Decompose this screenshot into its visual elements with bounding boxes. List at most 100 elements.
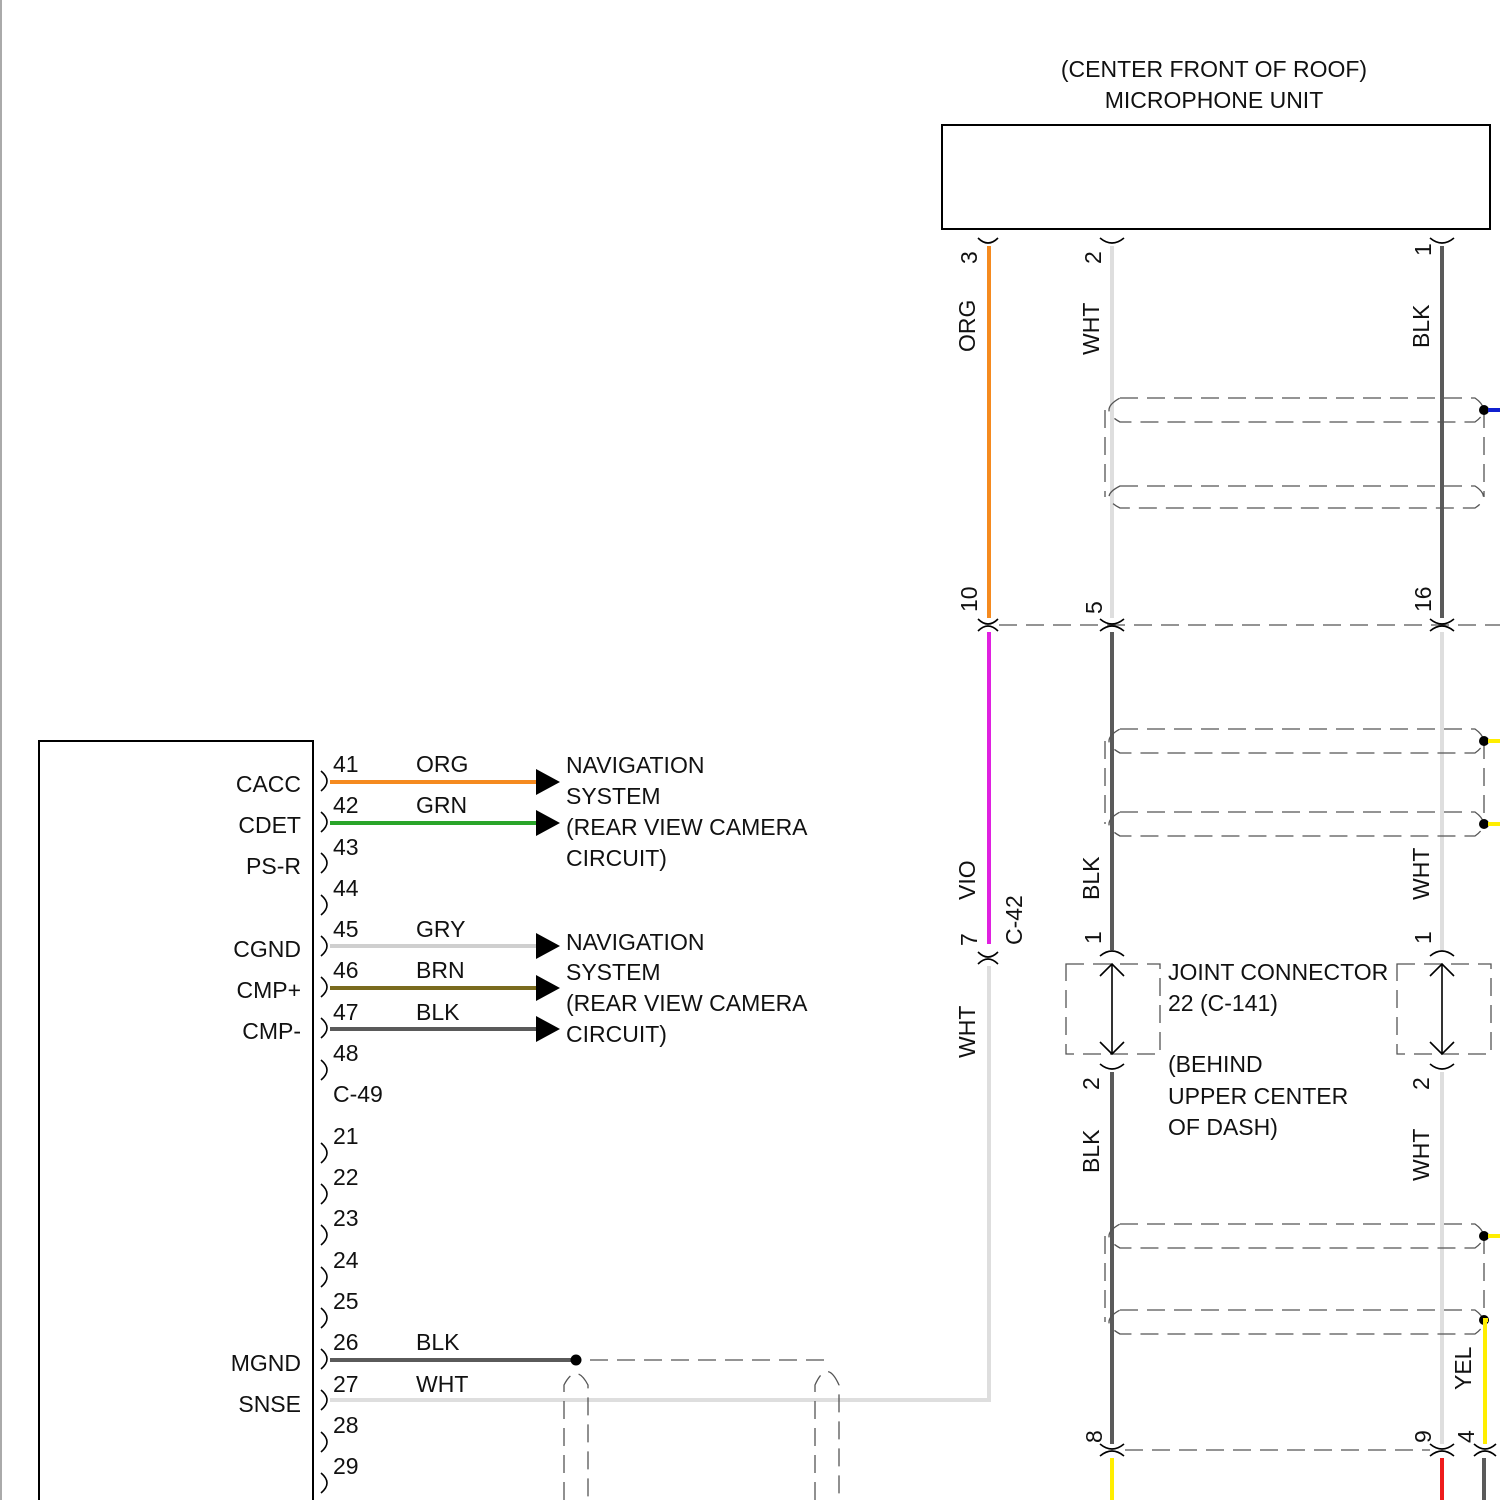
pin-number-22: 22 (333, 1164, 359, 1190)
mic-pin-2: 2 (1080, 251, 1106, 264)
shield-upper (1105, 398, 1484, 508)
pin-mark-joint-right-2 (1430, 1064, 1454, 1069)
c49-pin-42-row: 42 CDET (238, 792, 358, 838)
c49-pin-27-row: 27 SNSE (238, 1371, 358, 1417)
shield-upper-node (1479, 405, 1489, 415)
c49-pin-44-row: 44 (321, 875, 359, 915)
c49-pin-25-row: 25 (321, 1288, 359, 1328)
pin-mark-mic-3 (978, 238, 998, 243)
pin-mark-24 (321, 1267, 327, 1287)
joint-connector-left-box (1066, 964, 1160, 1054)
dest-2-line-3: (REAR VIEW CAMERA (566, 990, 808, 1016)
shield-middle-node-1 (1479, 736, 1489, 746)
joint-left-pin-1: 1 (1080, 931, 1106, 944)
pin-label-snse: SNSE (238, 1391, 301, 1417)
bottom-pin-9: 9 (1410, 1430, 1436, 1443)
pin-mark-mic-1 (1430, 238, 1454, 243)
shield-bottom-left (564, 1360, 839, 1500)
pin-mark-joint-left-1 (1100, 951, 1124, 956)
pin-mark-29 (321, 1473, 327, 1493)
c42-connector-label: C-42 (1001, 895, 1027, 945)
joint-right-pin-1: 1 (1410, 931, 1436, 944)
dest-1-line-4: CIRCUIT) (566, 845, 667, 871)
c49-pin-22-row: 22 (321, 1164, 359, 1204)
pin-mark-bottom-8 (1100, 1444, 1124, 1456)
pin-mark-c42-7 (978, 952, 998, 964)
mic-pin-3: 3 (956, 251, 982, 264)
pin-mark-bottom-9 (1430, 1444, 1454, 1456)
shield-middle (1105, 729, 1484, 836)
pin-mark-45 (321, 936, 327, 956)
c49-pin-47-row: 47 CMP- (242, 999, 358, 1044)
pin-mark-joint-right-1 (1430, 951, 1454, 956)
c49-pin-48-row: 48 (321, 1040, 359, 1080)
dest-1-line-1: NAVIGATION (566, 752, 704, 778)
shield-lower-node-1 (1479, 1231, 1489, 1241)
pin-number-21: 21 (333, 1123, 359, 1149)
bottom-pin-8: 8 (1081, 1430, 1107, 1443)
pin-mark-43 (321, 853, 327, 873)
arrow-47 (536, 1016, 560, 1042)
dest-1-line-2: SYSTEM (566, 783, 661, 809)
wire-41-color-label: ORG (416, 751, 468, 777)
mic-unit-name: MICROPHONE UNIT (1105, 87, 1324, 113)
pin-mark-27 (321, 1390, 327, 1410)
pin-number-45: 45 (333, 916, 359, 942)
c49-pin-24-row: 24 (321, 1247, 359, 1287)
joint-left-pin-2: 2 (1078, 1077, 1104, 1090)
pin-mark-mic-2 (1100, 238, 1124, 243)
splice-pin-10: 10 (956, 586, 982, 612)
c42-pin-7: 7 (956, 933, 982, 946)
joint-right-pin-2: 2 (1408, 1077, 1434, 1090)
mic-pin-1: 1 (1410, 243, 1436, 256)
joint-left-upper-color: BLK (1078, 856, 1104, 900)
pin-number-41: 41 (333, 751, 359, 777)
wire-42-color-label: GRN (416, 792, 467, 818)
pin-mark-22 (321, 1184, 327, 1204)
c49-pin-41-row: 41 CACC (236, 751, 359, 797)
mic-unit-location: (CENTER FRONT OF ROOF) (1061, 56, 1367, 82)
pin-mark-bottom-4 (1474, 1444, 1496, 1456)
wire-yel (1485, 1320, 1488, 1444)
pin-number-42: 42 (333, 792, 359, 818)
joint-connector-title-2: 22 (C-141) (1168, 990, 1278, 1016)
pin-number-44: 44 (333, 875, 359, 901)
joint-connector-location-2: UPPER CENTER (1168, 1083, 1348, 1109)
wire-26-color-label: BLK (416, 1329, 460, 1355)
pin-number-28: 28 (333, 1412, 359, 1438)
c49-pin-28-row: 28 (321, 1412, 359, 1452)
pin-number-23: 23 (333, 1205, 359, 1231)
pin-mark-47 (321, 1018, 327, 1038)
c49-pin-45-row: 45 CGND (233, 916, 358, 962)
c49-pin-43-row: 43 PS-R (246, 834, 359, 879)
joint-left-lower-color: BLK (1078, 1129, 1104, 1173)
shield-lower (1105, 1224, 1484, 1334)
dest-2-line-1: NAVIGATION (566, 929, 704, 955)
pin-number-24: 24 (333, 1247, 359, 1273)
c49-pin-23-row: 23 (321, 1205, 359, 1245)
yel-wire-color: YEL (1450, 1346, 1476, 1390)
dest-1-line-3: (REAR VIEW CAMERA (566, 814, 808, 840)
joint-right-upper-color: WHT (1408, 848, 1434, 900)
c49-pin-21-row: 21 (321, 1123, 359, 1163)
pin-number-27: 27 (333, 1371, 359, 1397)
pin-number-46: 46 (333, 957, 359, 983)
mic-unit-box (942, 125, 1490, 229)
mgnd-shield-node (571, 1355, 582, 1366)
mic-wire-color-blk: BLK (1408, 304, 1434, 348)
dest-2-line-4: CIRCUIT) (566, 1021, 667, 1047)
pin-number-48: 48 (333, 1040, 359, 1066)
pin-number-43: 43 (333, 834, 359, 860)
pin-label-cgnd: CGND (233, 936, 301, 962)
splice-pin-5: 5 (1081, 601, 1107, 614)
pin-mark-21 (321, 1143, 327, 1163)
shield-middle-node-2 (1479, 819, 1489, 829)
pin-mark-joint-left-2 (1100, 1064, 1124, 1069)
arrow-45 (536, 933, 560, 959)
pin-mark-44 (321, 895, 327, 915)
arrow-42 (536, 810, 560, 836)
pin-label-cmp-plus: CMP+ (236, 977, 301, 1003)
pin-mark-25 (321, 1308, 327, 1328)
joint-connector-title-1: JOINT CONNECTOR (1168, 959, 1388, 985)
